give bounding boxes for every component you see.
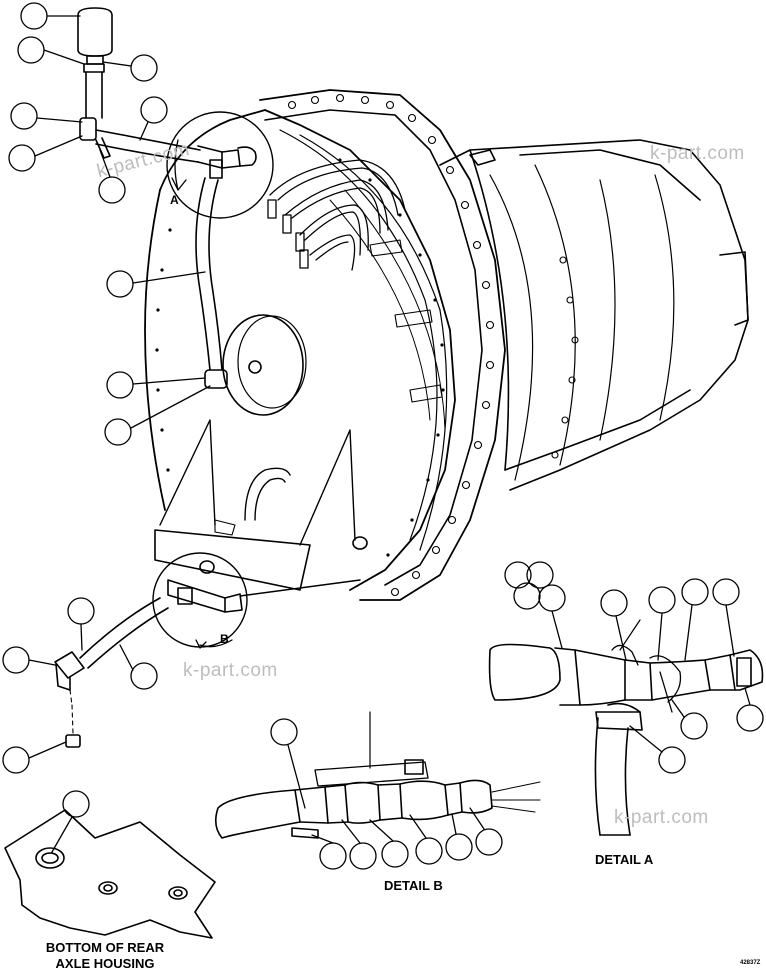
callout-bubble bbox=[320, 843, 346, 869]
callout-bubble bbox=[3, 647, 29, 673]
callout-bubble bbox=[737, 705, 763, 731]
detail-b-callout-circle bbox=[153, 553, 360, 648]
callout-bubble bbox=[63, 791, 89, 817]
watermark-middle: k-part.com bbox=[183, 660, 278, 681]
callout-bubble bbox=[681, 713, 707, 739]
callout-bubble bbox=[350, 843, 376, 869]
callout-bubble bbox=[601, 590, 627, 616]
vertical-hose bbox=[196, 160, 227, 388]
callout-bubble bbox=[649, 587, 675, 613]
watermark-top-right: k-part.com bbox=[650, 143, 745, 164]
callout-bubble bbox=[141, 97, 167, 123]
callout-bubble bbox=[659, 747, 685, 773]
drain-sump bbox=[155, 420, 367, 590]
callout-bubble bbox=[105, 419, 131, 445]
figure-code: 42837Z bbox=[740, 960, 761, 966]
callout-bubble bbox=[446, 834, 472, 860]
callout-bubble bbox=[131, 663, 157, 689]
bottom-housing-caption: BOTTOM OF REAR AXLE HOUSING bbox=[30, 940, 180, 972]
callout-bubble bbox=[11, 103, 37, 129]
view-b-marker: B bbox=[220, 632, 229, 646]
axle-housing bbox=[440, 140, 748, 490]
view-a-marker: A bbox=[170, 193, 179, 207]
detail-b-drawing bbox=[216, 712, 540, 838]
callout-bubbles bbox=[3, 3, 763, 869]
callout-bubble bbox=[99, 177, 125, 203]
detail-b-title: DETAIL B bbox=[384, 878, 443, 893]
callout-bubble bbox=[514, 583, 540, 609]
bottom-housing-caption-line2: AXLE HOUSING bbox=[55, 956, 155, 971]
callout-bubble bbox=[682, 579, 708, 605]
callout-bubble bbox=[539, 585, 565, 611]
axle-plate bbox=[145, 110, 455, 590]
callout-bubble bbox=[505, 562, 531, 588]
callout-bubble bbox=[527, 562, 553, 588]
callout-bubble bbox=[382, 841, 408, 867]
flange-ring bbox=[260, 90, 578, 600]
callout-bubble bbox=[107, 372, 133, 398]
bottom-housing-caption-line1: BOTTOM OF REAR bbox=[45, 940, 165, 955]
breather-filter bbox=[78, 8, 112, 140]
callout-bubble bbox=[21, 3, 47, 29]
watermark-bottom-right: k-part.com bbox=[614, 807, 709, 828]
detail-a-drawing bbox=[490, 620, 763, 835]
callout-bubble bbox=[3, 747, 29, 773]
detail-a-callout-circle bbox=[167, 112, 273, 218]
callout-bubble bbox=[713, 579, 739, 605]
drain-hose bbox=[55, 598, 168, 747]
callout-bubble bbox=[476, 829, 502, 855]
callout-bubble bbox=[107, 271, 133, 297]
callout-bubble bbox=[9, 145, 35, 171]
callout-bubble bbox=[18, 37, 44, 63]
bottom-housing-drawing bbox=[5, 810, 215, 938]
brake-tubes bbox=[268, 160, 405, 270]
callout-bubble bbox=[131, 55, 157, 81]
detail-a-title: DETAIL A bbox=[595, 852, 654, 867]
callout-bubble bbox=[271, 719, 297, 745]
callout-bubble bbox=[416, 838, 442, 864]
callout-bubble bbox=[68, 598, 94, 624]
